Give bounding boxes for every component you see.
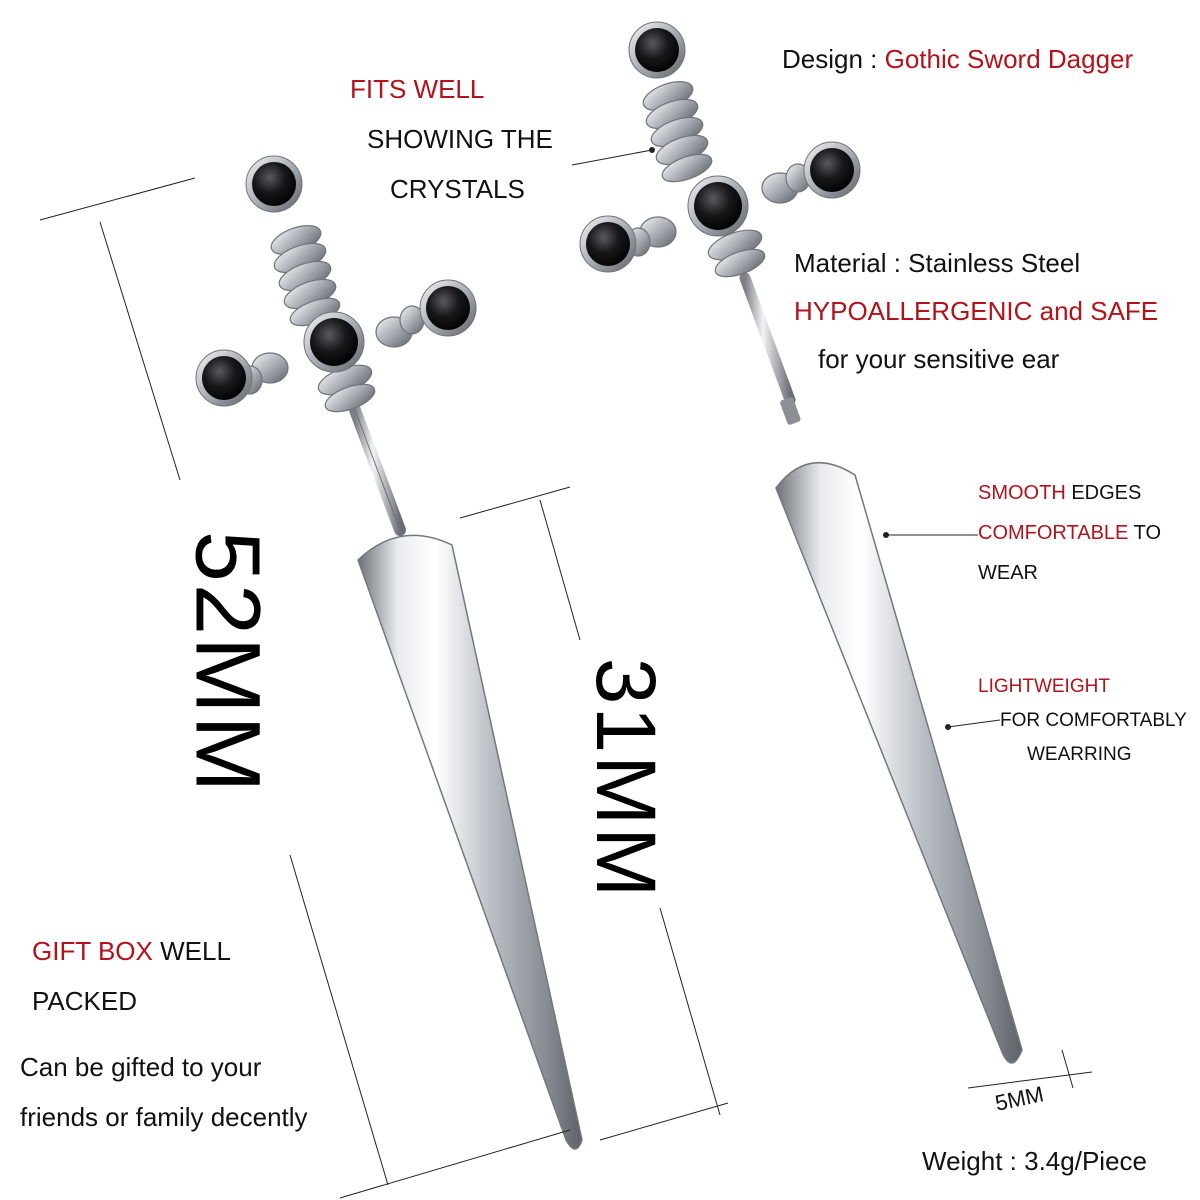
fits-line1: SHOWING THE [367,124,553,154]
fits-line2: CRYSTALS [390,174,525,204]
left-earring [195,155,583,1150]
dimension-blade-length: 31MM [579,657,674,900]
comfortable-red: COMFORTABLE [978,522,1129,544]
right-earring-top [579,21,861,425]
gift-line1: GIFT BOX WELL [32,936,231,967]
lightweight-line2: WEARRING [1027,744,1132,765]
dimension-lines [39,149,1093,1199]
gift-line2: PACKED [32,986,137,1016]
design-line: Design : Gothic Sword Dagger [782,44,1133,75]
gift-line3: Can be gifted to your [20,1052,262,1082]
smooth-line1: SMOOTH EDGES [978,482,1141,505]
lightweight-line1: FOR COMFORTABLY [1000,710,1187,731]
dimension-total-length: 52MM [176,530,279,795]
sensitive-ear-text: for your sensitive ear [818,344,1060,374]
smooth-rest: EDGES [1065,482,1142,504]
weight-text: Weight : 3.4g/Piece [922,1146,1147,1176]
hypoallergenic-text: HYPOALLERGENIC and SAFE [794,296,1159,326]
comfortable-rest: TO [1128,522,1161,544]
gift-rest: WELL [152,936,231,966]
lightweight-title: LIGHTWEIGHT [978,676,1110,697]
smooth-line3: WEAR [978,562,1038,584]
gift-box-red: GIFT BOX [32,936,153,966]
smooth-line2: COMFORTABLE TO [978,522,1161,545]
fits-title: FITS WELL [350,74,485,104]
design-label: Design : [782,44,885,74]
design-value: Gothic Sword Dagger [884,44,1134,74]
gem-crystals [195,155,477,407]
smooth-red: SMOOTH [978,482,1066,504]
material-label: Material : Stainless Steel [794,248,1081,278]
gift-line4: friends or family decently [20,1102,308,1132]
right-earring-blade [775,461,1023,1064]
